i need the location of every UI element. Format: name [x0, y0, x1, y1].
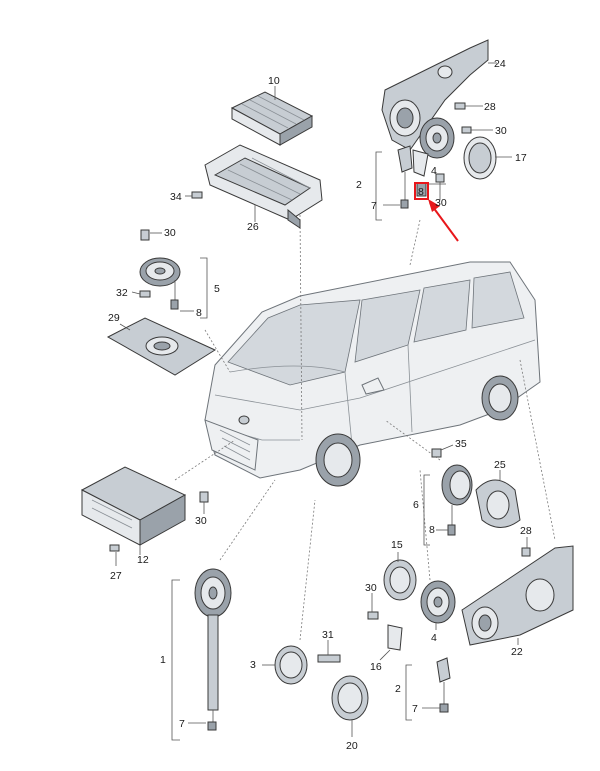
tweeter-speaker-4-top: [419, 117, 455, 159]
mounting-panel-22: [461, 545, 574, 646]
amplifier-bracket-26: [204, 144, 323, 229]
speaker-plate-29: [106, 317, 217, 376]
assembly-leader-lines: [174, 214, 556, 641]
label-16: 16: [370, 661, 382, 673]
label-2: 2: [356, 179, 362, 191]
label-7: 7: [371, 200, 377, 212]
label-4: 4: [431, 165, 437, 177]
highlight-box-icon: [414, 182, 429, 200]
label-30: 30: [495, 125, 507, 137]
label-29: 29: [108, 312, 120, 324]
connector-31: [317, 640, 341, 663]
label-12: 12: [137, 554, 149, 566]
label-17: 17: [515, 152, 527, 164]
bolt-30-bottom: [367, 593, 379, 620]
van-illustration: [204, 261, 541, 487]
label-22: 22: [511, 646, 523, 658]
red-arrow-icon: [428, 199, 459, 242]
label-25: 25: [494, 459, 506, 471]
callout-labels: 24 28 30 17 2 4 8 7 30 10 34 26 30 32 5 …: [108, 58, 532, 752]
speaker-frame-25: [475, 470, 521, 528]
label-28: 28: [484, 101, 496, 113]
speaker-ring-3: [262, 645, 308, 685]
label-26: 26: [247, 221, 259, 233]
label-10: 10: [268, 75, 280, 87]
label-15: 15: [391, 539, 403, 551]
amplifier-module-10: [230, 86, 314, 146]
label-2: 2: [395, 683, 401, 695]
bracket-16: [379, 624, 403, 661]
door-speaker-assembly-1: [171, 568, 232, 741]
screw-30-left: [199, 491, 209, 514]
speaker-ring-15: [383, 552, 417, 601]
tweeter-speaker-4-bottom: [420, 580, 456, 630]
label-7: 7: [412, 703, 418, 715]
label-8: 8: [418, 186, 424, 198]
bolt-28-bottom: [521, 537, 531, 557]
label-31: 31: [322, 629, 334, 641]
label-20: 20: [346, 740, 358, 752]
speaker-assembly-5-left: [131, 229, 208, 319]
bracket-assembly-2-bottom: [405, 657, 451, 721]
control-unit-12: [80, 466, 187, 555]
label-7: 7: [179, 718, 185, 730]
label-30: 30: [365, 582, 377, 594]
bracket-assembly-2-top: [375, 145, 446, 221]
label-28: 28: [520, 525, 532, 537]
label-30: 30: [435, 197, 447, 209]
speaker-ring-17: [463, 136, 512, 180]
label-34: 34: [170, 191, 182, 203]
mounting-panel-24: [381, 39, 497, 151]
label-5: 5: [214, 283, 220, 295]
label-32: 32: [116, 287, 128, 299]
label-1: 1: [160, 654, 166, 666]
label-35: 35: [455, 438, 467, 450]
label-24: 24: [494, 58, 506, 70]
speaker-ring-20: [331, 675, 369, 737]
bolt-30-top: [461, 126, 493, 134]
label-4: 4: [431, 632, 437, 644]
screw-34: [185, 191, 203, 199]
bolt-28-top: [454, 102, 483, 110]
label-30: 30: [195, 515, 207, 527]
label-8: 8: [196, 307, 202, 319]
label-3: 3: [250, 659, 256, 671]
label-8: 8: [429, 524, 435, 536]
label-6: 6: [413, 499, 419, 511]
label-30: 30: [164, 227, 176, 239]
label-27: 27: [110, 570, 122, 582]
speaker-assembly-6-right: [423, 444, 473, 546]
